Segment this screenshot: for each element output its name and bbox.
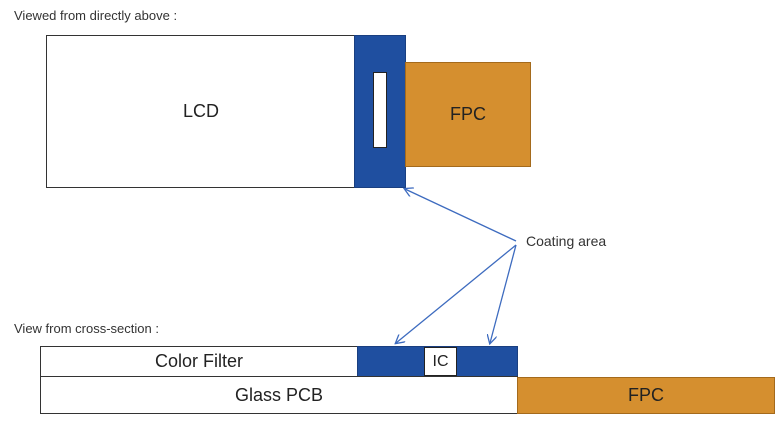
coating-area-label: Coating area (526, 233, 607, 249)
ic-label: IC (432, 352, 449, 370)
lcd-label: LCD (182, 101, 219, 121)
ic-slot-top (373, 71, 387, 148)
fpc-cross-section-label: FPC (628, 385, 664, 405)
fpc-cross-section: FPC (517, 377, 775, 414)
lcd-panel: LCD (46, 35, 356, 188)
glass-pcb-layer: Glass PCB (40, 376, 518, 414)
color-filter-label: Color Filter (154, 351, 243, 371)
cross-section-caption: View from cross-section : (14, 321, 159, 336)
fpc-top: FPC (405, 62, 531, 167)
coating-area-top (354, 35, 406, 188)
fpc-top-label: FPC (450, 104, 486, 124)
glass-pcb-label: Glass PCB (234, 384, 324, 405)
arrow-to-right-coating (490, 244, 517, 343)
arrow-to-left-coating (396, 244, 517, 343)
top-view-caption: Viewed from directly above : (14, 8, 178, 23)
ic-chip: IC (424, 347, 457, 376)
color-filter-layer: Color Filter (40, 346, 358, 377)
arrow-to-top-coating (405, 189, 517, 242)
